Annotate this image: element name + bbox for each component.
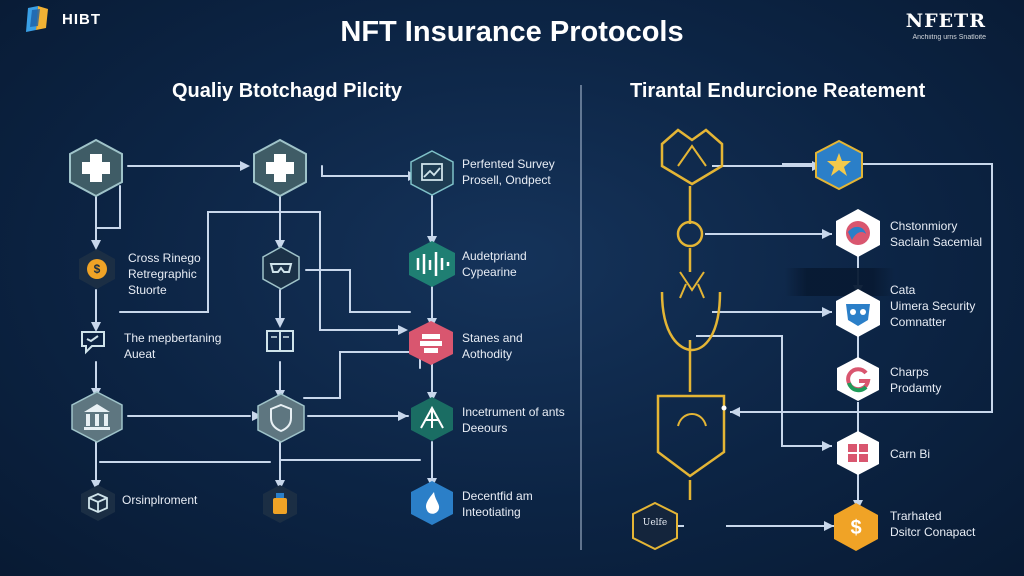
medical-cross-node[interactable] xyxy=(68,138,124,198)
star-badge-node[interactable] xyxy=(814,139,864,191)
cup-icon xyxy=(660,291,722,352)
vr-node[interactable] xyxy=(262,246,300,290)
coin-node[interactable]: $ xyxy=(78,248,116,290)
gold-hex-badge-icon xyxy=(632,501,678,551)
brand-mark: NFETR Anchiitng urns Snatloite xyxy=(906,10,986,41)
package-node[interactable] xyxy=(80,484,116,522)
chat-icon xyxy=(81,331,105,355)
logo: HIBT xyxy=(24,6,101,32)
goggles-icon xyxy=(262,246,300,290)
canb-node[interactable] xyxy=(836,430,880,476)
page-title: NFT Insurance Protocols xyxy=(340,16,684,48)
cata-node[interactable] xyxy=(834,288,882,338)
gold-figure xyxy=(656,128,727,478)
waveform-icon xyxy=(409,241,455,287)
shield-node[interactable] xyxy=(256,392,306,444)
crown-icon xyxy=(660,128,724,186)
bottom-left-badge-node[interactable]: Uelfe xyxy=(632,501,678,551)
right-section-title: Tirantal Endurcione Reatement xyxy=(630,80,926,102)
occlusion-band xyxy=(785,268,895,296)
section-divider xyxy=(580,85,582,550)
chat-node[interactable] xyxy=(78,326,108,356)
swirl-icon xyxy=(836,209,880,257)
charps-node[interactable] xyxy=(836,356,880,402)
dollar-hex-icon: $ xyxy=(834,503,878,551)
badge-text: Uelfe xyxy=(642,518,668,528)
label-carn-bi: Carn Bi xyxy=(890,447,931,461)
bank-node[interactable] xyxy=(70,390,124,444)
cube-logo-icon xyxy=(26,6,48,32)
logo-text: HIBT xyxy=(62,10,101,28)
open-book-icon xyxy=(266,330,294,352)
shield-base-icon xyxy=(656,394,726,478)
box-icon xyxy=(81,485,115,521)
shield-icon xyxy=(257,393,305,443)
stakes-node[interactable] xyxy=(408,320,454,366)
instrument-node[interactable] xyxy=(410,396,454,442)
label-orsinplroment: Orsinplroment xyxy=(122,493,198,507)
report-node[interactable] xyxy=(410,150,454,196)
bottle-node[interactable] xyxy=(262,484,298,524)
mask-icon xyxy=(836,289,880,337)
star-badge-icon xyxy=(815,139,863,191)
bank-icon xyxy=(71,391,123,443)
medical-cross-node-2[interactable] xyxy=(252,138,308,198)
medical-cross-icon xyxy=(69,138,123,198)
medical-cross-icon xyxy=(253,138,307,198)
box-grid-icon xyxy=(837,431,879,475)
audit-node[interactable] xyxy=(408,240,456,288)
dollar-coin-icon: $ xyxy=(79,249,115,289)
tranh-node[interactable]: $ xyxy=(832,502,880,552)
svg-text:$: $ xyxy=(94,262,101,276)
ring-icon xyxy=(676,220,704,248)
decentral-node[interactable] xyxy=(410,480,454,526)
report-icon xyxy=(410,150,454,196)
bottle-icon xyxy=(263,485,297,523)
stack-icon xyxy=(409,321,453,365)
book-node[interactable] xyxy=(264,326,296,356)
g-logo-icon xyxy=(837,357,879,401)
brand-name: NFETR xyxy=(905,10,986,32)
left-section-title: Qualiy Btotchagd Pilcity xyxy=(172,80,403,102)
tent-icon xyxy=(411,397,453,441)
drop-icon xyxy=(411,481,453,525)
custom-node[interactable] xyxy=(834,208,882,258)
svg-text:$: $ xyxy=(850,517,861,539)
brand-tagline: Anchiitng urns Snatloite xyxy=(912,34,986,41)
